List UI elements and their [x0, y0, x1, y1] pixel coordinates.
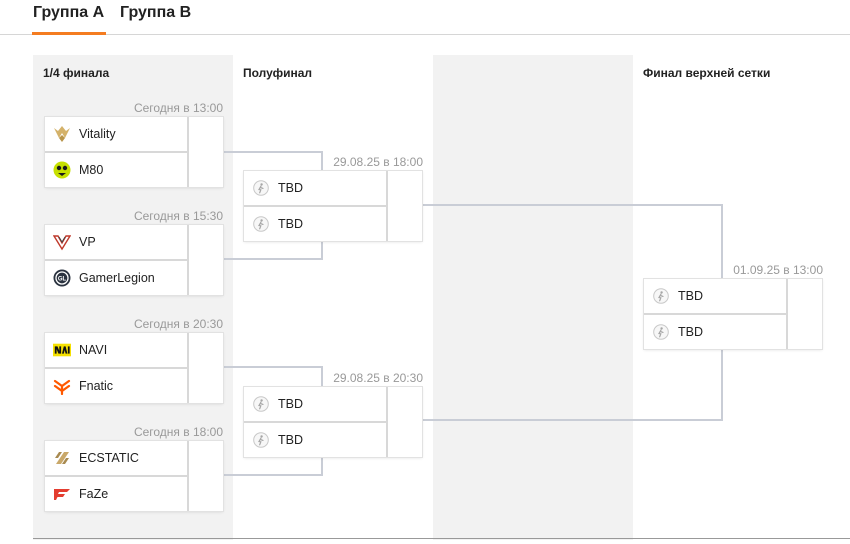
- vitality-logo-icon: [53, 125, 71, 143]
- team-row[interactable]: TBD: [244, 387, 386, 423]
- score-column: [786, 279, 824, 349]
- group-tabs: Группа A Группа B: [0, 0, 850, 35]
- team-name: TBD: [678, 289, 703, 303]
- team-name: VP: [79, 235, 96, 249]
- match-date: 01.09.25 в 13:00: [733, 263, 823, 277]
- team-row[interactable]: M80: [45, 153, 187, 187]
- score-column: [187, 333, 225, 403]
- match-card-qf1[interactable]: Vitality M80: [45, 117, 223, 187]
- ecstatic-logo-icon: [53, 449, 71, 467]
- match-date: Сегодня в 18:00: [133, 425, 223, 439]
- team-name: Fnatic: [79, 379, 114, 393]
- faze-logo-icon: [53, 485, 71, 503]
- match-date: Сегодня в 20:30: [133, 317, 223, 331]
- team-name: TBD: [278, 433, 303, 447]
- team-name: FaZe: [79, 487, 109, 501]
- team-row[interactable]: Vitality: [45, 117, 187, 153]
- tbd-placeholder-icon: [252, 179, 270, 197]
- match-date: 29.08.25 в 18:00: [333, 155, 423, 169]
- tbd-placeholder-icon: [252, 215, 270, 233]
- match-date: Сегодня в 13:00: [133, 101, 223, 115]
- match-date: Сегодня в 15:30: [133, 209, 223, 223]
- match-card-sf1[interactable]: TBD TBD: [244, 171, 422, 241]
- tbd-placeholder-icon: [652, 323, 670, 341]
- team-name: TBD: [278, 181, 303, 195]
- team-row[interactable]: TBD: [244, 207, 386, 241]
- tbd-placeholder-icon: [652, 287, 670, 305]
- match-card-qf2[interactable]: VP GL GamerLegion: [45, 225, 223, 295]
- score-column: [187, 117, 225, 187]
- match-card-sf2[interactable]: TBD TBD: [244, 387, 422, 457]
- score-column: [187, 441, 225, 511]
- m80-logo-icon: [53, 161, 71, 179]
- match-card-qf4[interactable]: ECSTATIC FaZe: [45, 441, 223, 511]
- score-column: [386, 387, 424, 457]
- team-name: NAVI: [79, 343, 108, 357]
- navi-logo-icon: [53, 341, 71, 359]
- fnatic-logo-icon: [53, 377, 71, 395]
- round-title-upper-final: Финал верхней сетки: [643, 66, 771, 80]
- team-row[interactable]: GL GamerLegion: [45, 261, 187, 295]
- vp-logo-icon: [53, 233, 71, 251]
- team-name: TBD: [278, 217, 303, 231]
- bottom-divider: [33, 538, 850, 539]
- team-row[interactable]: TBD: [244, 171, 386, 207]
- team-row[interactable]: FaZe: [45, 477, 187, 511]
- team-row[interactable]: NAVI: [45, 333, 187, 369]
- team-row[interactable]: TBD: [644, 315, 786, 349]
- match-card-qf3[interactable]: NAVI Fnatic: [45, 333, 223, 403]
- team-name: TBD: [278, 397, 303, 411]
- team-row[interactable]: Fnatic: [45, 369, 187, 403]
- team-row[interactable]: TBD: [644, 279, 786, 315]
- column-empty: [433, 55, 633, 540]
- team-row[interactable]: VP: [45, 225, 187, 261]
- tbd-placeholder-icon: [252, 395, 270, 413]
- gamerlegion-logo-icon: GL: [53, 269, 71, 287]
- column-semifinals: [233, 55, 433, 540]
- match-card-upper-final[interactable]: TBD TBD: [644, 279, 822, 349]
- team-row[interactable]: ECSTATIC: [45, 441, 187, 477]
- tbd-placeholder-icon: [252, 431, 270, 449]
- round-title-quarterfinals: 1/4 финала: [43, 66, 110, 80]
- round-title-semifinals: Полуфинал: [243, 66, 313, 80]
- match-date: 29.08.25 в 20:30: [333, 371, 423, 385]
- team-name: TBD: [678, 325, 703, 339]
- team-name: GamerLegion: [79, 271, 155, 285]
- tab-group-a[interactable]: Группа A: [31, 4, 107, 35]
- tab-group-b[interactable]: Группа B: [120, 4, 192, 21]
- svg-text:GL: GL: [58, 277, 67, 283]
- score-column: [386, 171, 424, 241]
- team-name: M80: [79, 163, 104, 177]
- score-column: [187, 225, 225, 295]
- team-row[interactable]: TBD: [244, 423, 386, 457]
- team-name: Vitality: [79, 127, 116, 141]
- team-name: ECSTATIC: [79, 451, 139, 465]
